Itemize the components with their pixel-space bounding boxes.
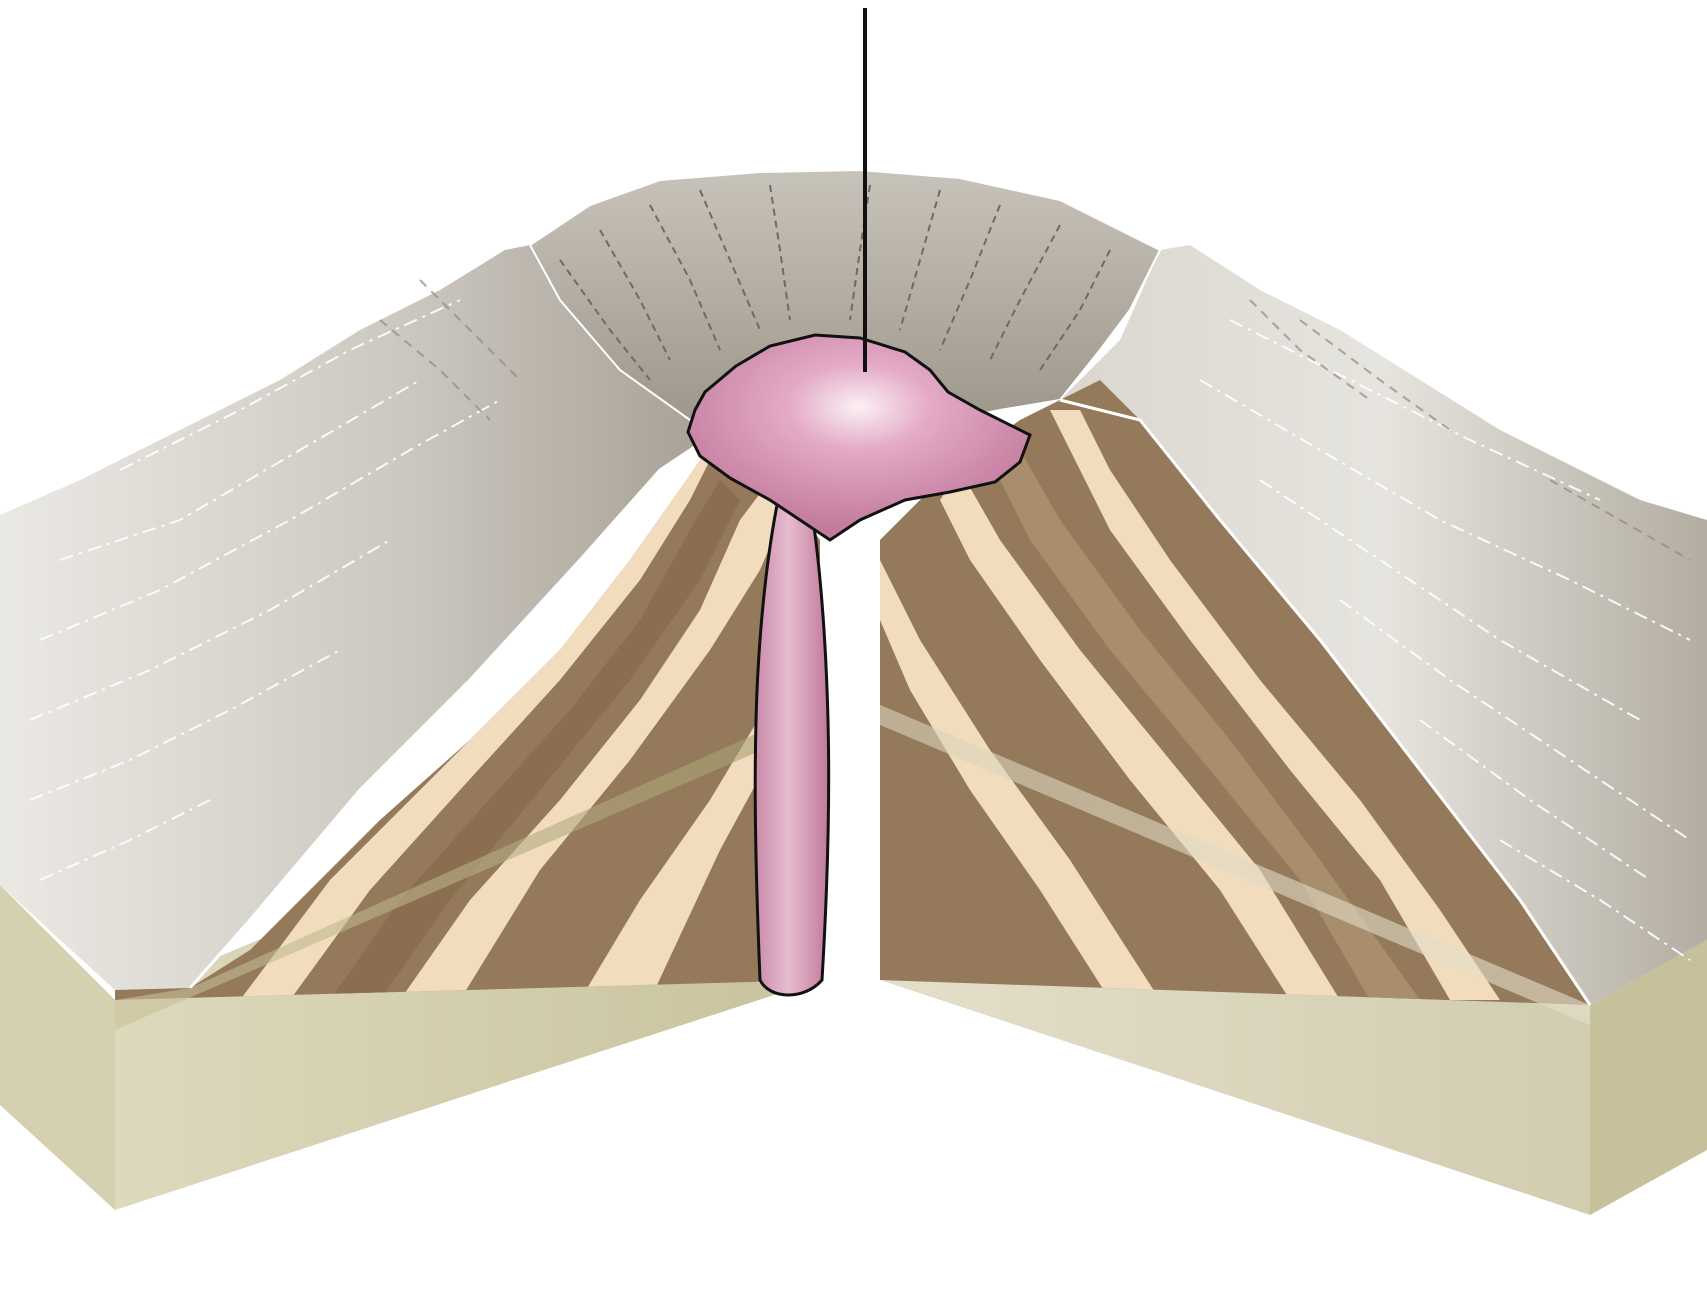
magma-conduit[interactable] (755, 500, 829, 995)
